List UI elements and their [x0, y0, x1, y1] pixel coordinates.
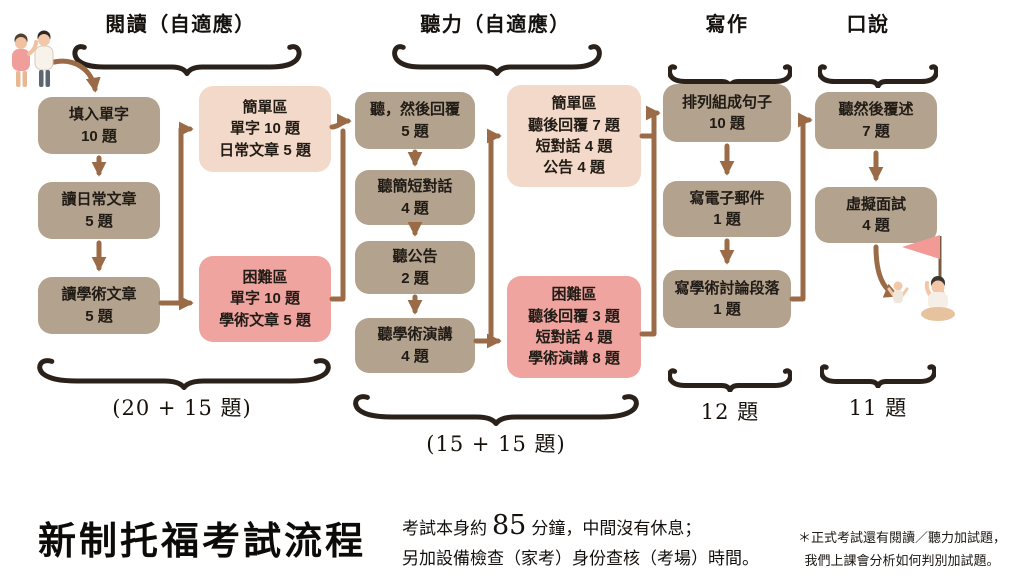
arrow-writing-to-speaking [789, 112, 813, 302]
step-box-speaking-1: 聽然後覆述 7 題 [815, 92, 937, 149]
branch-box-listening-hard: 困難區 聽後回覆 3 題 短對話 4 題 學術演講 8 題 [507, 276, 641, 378]
connector-hard-to-listening [329, 128, 346, 302]
duration-note: 考試本身約 85 分鐘，中間沒有休息； 另加設備檢查（家考）身份查核（考場）時間… [402, 512, 782, 569]
step-box-listening-3: 聽公告 2 題 [355, 241, 475, 294]
step-box-speaking-2: 虛擬面試 4 題 [815, 187, 937, 243]
duration-minutes: 85 [492, 510, 527, 541]
total-label-listening: (15 + 15 題) [426, 432, 566, 456]
total-label-reading: (20 + 15 題) [112, 396, 252, 420]
step-box-reading-2: 讀日常文章 5 題 [38, 182, 160, 239]
brace-reading-top [72, 40, 302, 76]
section-header-writing: 寫作 [705, 14, 749, 36]
people-icon [12, 30, 54, 87]
step-box-writing-2: 寫電子郵件 1 題 [663, 181, 791, 237]
section-header-speaking: 口說 [846, 14, 890, 36]
branch-box-reading-easy: 簡單區 單字 10 題 日常文章 5 題 [199, 86, 331, 172]
step-box-listening-1: 聽，然後回覆 5 題 [355, 92, 475, 149]
total-label-writing: 12 題 [700, 400, 760, 424]
step-box-listening-4: 聽學術演講 4 題 [355, 318, 475, 373]
brace-speaking-top [818, 62, 938, 88]
duration-note-line2: 另加設備檢查（家考）身份查核（考場）時間。 [402, 549, 759, 568]
brace-writing-bottom [668, 366, 792, 392]
footnote: ＊正式考試還有閱讀／聽力加試題， 我們上課會分析如何判別加試題。 [786, 527, 1018, 573]
brace-listening-top [392, 40, 602, 76]
brace-speaking-bottom [820, 362, 936, 388]
step-box-reading-1: 填入單字 10 題 [38, 97, 160, 154]
duration-prefix: 考試本身約 [402, 519, 487, 538]
arrow-reading-to-easy [158, 121, 194, 306]
section-header-reading: 閱讀（自適應） [105, 14, 256, 36]
flag-icon [887, 235, 955, 321]
duration-suffix: 分鐘，中間沒有休息； [531, 519, 702, 538]
footnote-line1: ＊正式考試還有閱讀／聽力加試題， [797, 530, 1006, 545]
duration-note-line1: 考試本身約 85 分鐘，中間沒有休息； [402, 512, 782, 539]
step-box-writing-1: 排列組成句子 10 題 [663, 84, 791, 142]
branch-box-reading-hard: 困難區 單字 10 題 學術文章 5 題 [199, 256, 331, 342]
section-header-listening: 聽力（自適應） [420, 14, 571, 36]
brace-reading-bottom [36, 354, 332, 390]
branch-box-listening-easy: 簡單區 聽後回覆 7 題 短對話 4 題 公告 4 題 [507, 85, 641, 187]
total-label-speaking: 11 題 [848, 396, 908, 420]
arrow-listening-to-easy [473, 128, 502, 344]
arrow-easy-to-listening [329, 113, 352, 130]
step-box-listening-2: 聽簡短對話 4 題 [355, 170, 475, 225]
step-box-reading-3: 讀學術文章 5 題 [38, 277, 160, 334]
brace-listening-bottom [352, 390, 640, 426]
arrow-listening-to-writing [639, 105, 661, 337]
footnote-line2: 我們上課會分析如何判別加試題。 [804, 552, 1000, 568]
page-title: 新制托福考試流程 [38, 521, 367, 563]
step-box-writing-3: 寫學術討論段落 1 題 [663, 270, 791, 328]
